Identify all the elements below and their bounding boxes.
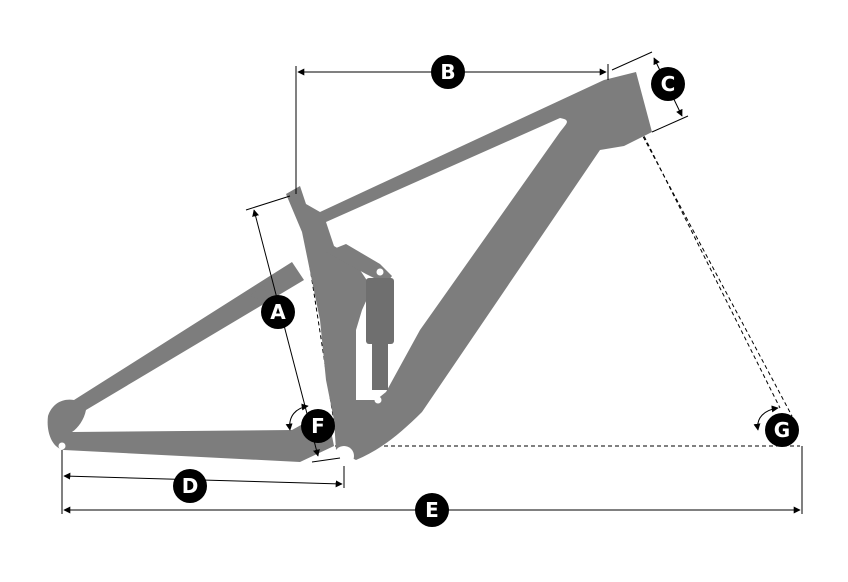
shock-body — [366, 278, 394, 344]
shock-mount-bottom — [374, 396, 382, 404]
badge-g-text: G — [774, 418, 790, 442]
front-triangle — [286, 72, 652, 466]
rear-axle — [58, 442, 66, 450]
badge-f-text: F — [311, 414, 325, 438]
badge-c: C — [651, 67, 685, 101]
badge-c-text: C — [661, 72, 676, 96]
badge-e: E — [415, 493, 449, 527]
rocker-link — [326, 244, 392, 284]
dim-f-arc — [285, 403, 309, 431]
badge-a: A — [261, 295, 295, 329]
badge-d: D — [173, 469, 207, 503]
shock-mount-top — [376, 268, 384, 276]
dim-g-arc — [753, 405, 779, 431]
bottom-bracket — [334, 446, 354, 466]
badge-a-text: A — [270, 300, 286, 324]
badge-b: B — [431, 55, 465, 89]
badge-g: G — [765, 413, 799, 447]
head-tube-line-2 — [629, 111, 793, 417]
badge-b-text: B — [440, 60, 455, 84]
dim-c-ext-bottom — [651, 115, 689, 133]
badge-f: F — [301, 409, 335, 443]
dim-c-ext-top — [611, 51, 653, 71]
badge-d-text: D — [182, 474, 199, 498]
rear-triangle — [47, 262, 334, 462]
shock-shaft — [372, 340, 388, 390]
dim-a-ext-bottom — [311, 457, 341, 463]
main-frame — [286, 72, 652, 460]
swingarm — [47, 262, 334, 462]
head-tube-line-1 — [615, 79, 781, 409]
badge-e-text: E — [425, 498, 439, 522]
dim-a-ext-top — [245, 195, 291, 211]
